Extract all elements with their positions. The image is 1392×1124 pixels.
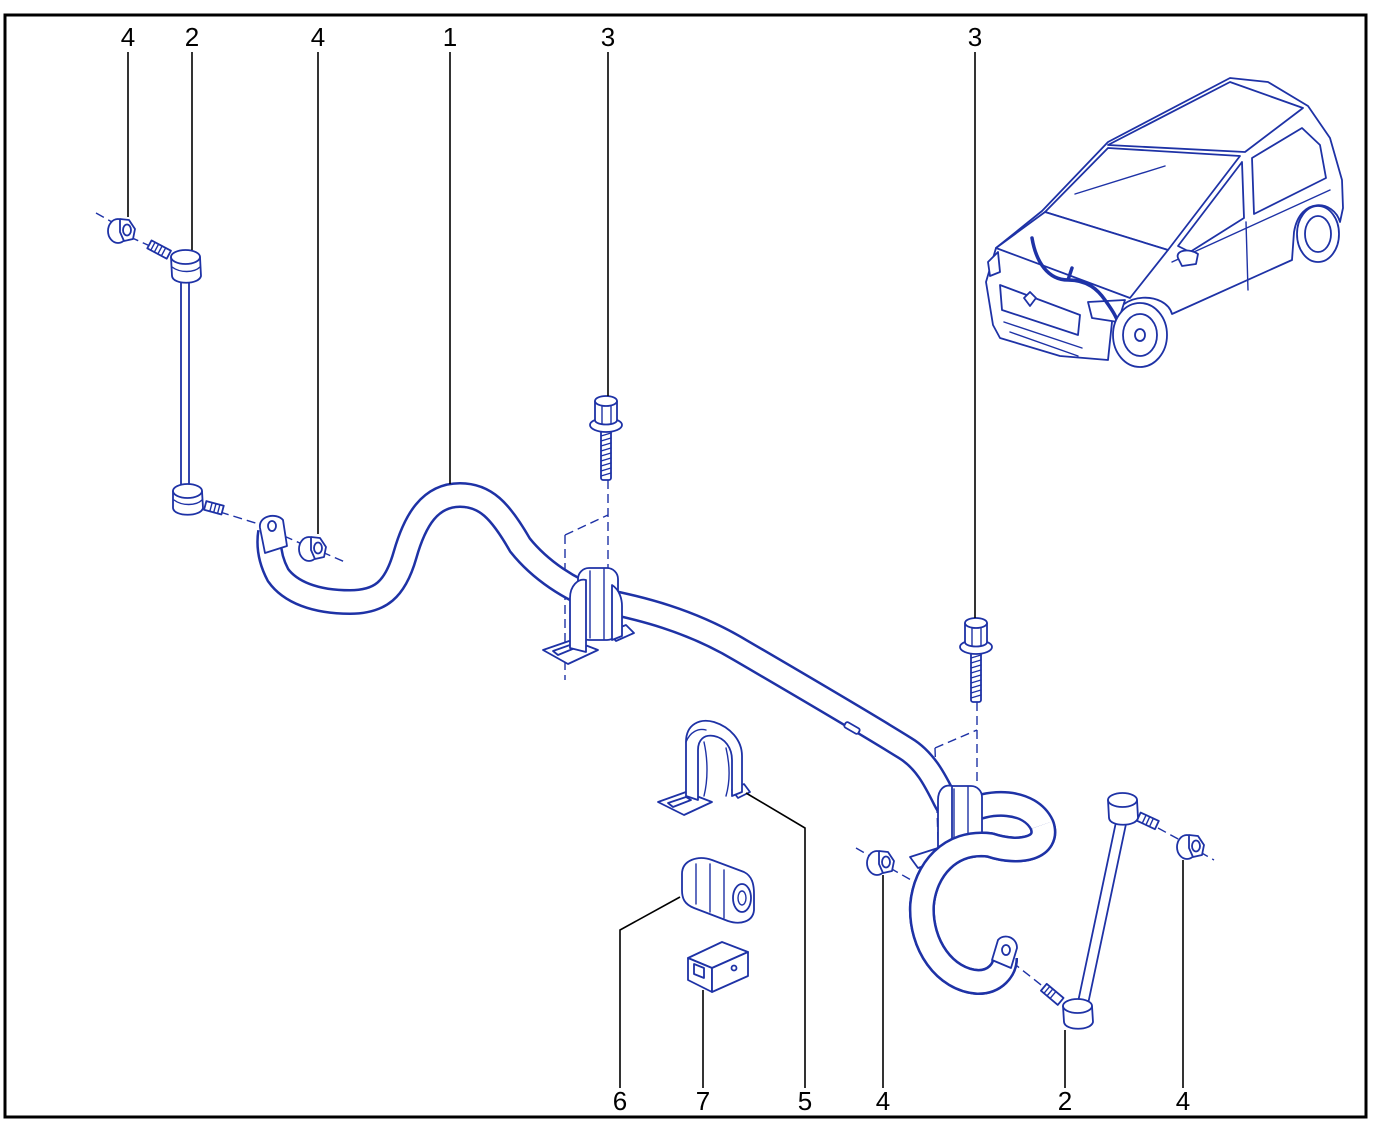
front-grille	[999, 284, 1081, 336]
callout-bottom-4: 4	[876, 1086, 890, 1116]
wiring-harness	[1030, 236, 1122, 332]
side-mirror	[1176, 249, 1199, 267]
nut-right-bar-end	[866, 850, 895, 876]
rear-wheel	[1296, 205, 1340, 263]
leader-lines	[127, 52, 1184, 1088]
nut-top-right	[1176, 834, 1205, 860]
windshield-wiper	[1074, 165, 1166, 195]
callout-labels: 4 2 4 1 3 3 6 7 5 4 2 4	[121, 22, 1190, 1116]
vehicle-illustration	[985, 77, 1344, 368]
callout-bottom-1: 6	[613, 1086, 627, 1116]
bar-marking-slot	[843, 721, 861, 735]
callout-top-1: 4	[121, 22, 135, 52]
vehicle-logo	[1023, 291, 1037, 307]
callout-top-6: 3	[968, 22, 982, 52]
callout-top-3: 4	[311, 22, 325, 52]
door-line	[1171, 189, 1331, 291]
headlight-left	[987, 251, 1001, 277]
clamp-bracket	[657, 720, 751, 816]
bushing-clamp-left	[542, 567, 635, 665]
nut-top-left	[107, 218, 136, 244]
callout-top-2: 2	[185, 22, 199, 52]
rubber-bushing	[681, 857, 755, 924]
link-rod-left	[146, 239, 225, 516]
callout-bottom-5: 2	[1058, 1086, 1072, 1116]
bar-end-right	[991, 935, 1018, 969]
bushing-insert	[687, 941, 749, 993]
front-wheel	[1112, 302, 1168, 368]
callout-bottom-6: 4	[1176, 1086, 1190, 1116]
callout-top-5: 3	[601, 22, 615, 52]
vehicle-roof	[1107, 81, 1304, 153]
link-rod-right	[1040, 792, 1160, 1030]
rear-side-window	[1251, 127, 1327, 215]
bar-end-left	[259, 514, 288, 554]
callout-top-4: 1	[443, 22, 457, 52]
anti-roll-bar-front-arm	[908, 820, 1057, 995]
callout-bottom-3: 5	[798, 1086, 812, 1116]
nut-left-bar-end	[298, 536, 327, 562]
front-bumper	[1003, 321, 1083, 357]
callout-bottom-2: 7	[696, 1086, 710, 1116]
